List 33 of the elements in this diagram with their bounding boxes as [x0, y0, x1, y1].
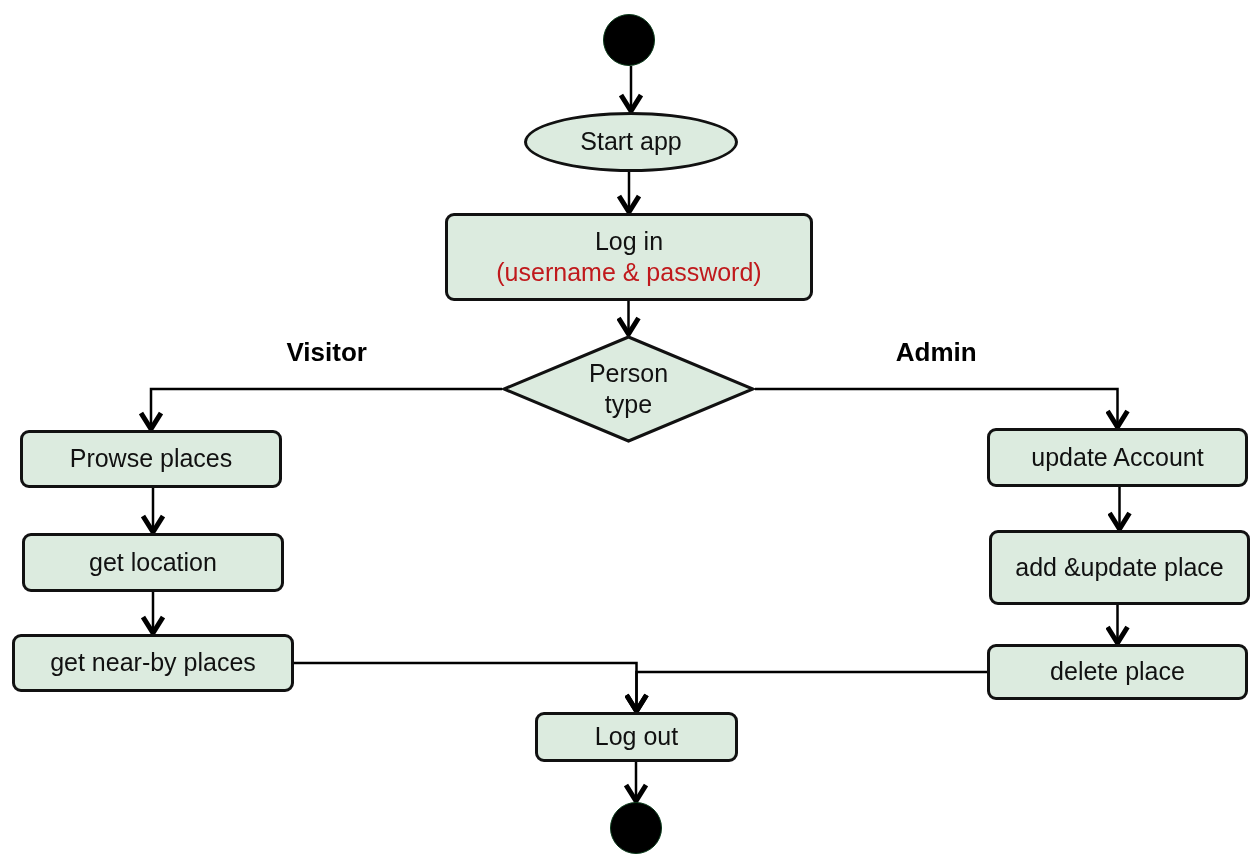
- node-label: Prowse places: [69, 443, 233, 475]
- arrow: [140, 592, 166, 636]
- arrow: [1105, 605, 1130, 646]
- decision-diamond: [502, 335, 755, 443]
- arrow: [1107, 487, 1132, 532]
- arrow: [624, 670, 987, 714]
- arrow: [138, 387, 502, 432]
- activity-box: [987, 644, 1248, 700]
- node-label: Start app: [580, 126, 682, 158]
- arrow: [616, 301, 641, 337]
- terminal-circle: [603, 14, 655, 66]
- activity-box: [12, 634, 294, 692]
- node-label: Log in: [594, 225, 664, 257]
- terminal-circle: [610, 802, 662, 854]
- activity-box: [535, 712, 738, 762]
- activity-box: [20, 430, 282, 488]
- credentials-note: (username & password): [496, 257, 762, 288]
- node-label: add &update place: [1015, 551, 1224, 583]
- activity-box: [22, 533, 284, 592]
- arrow: [616, 172, 642, 215]
- activity-box: [989, 530, 1250, 605]
- node-label: delete place: [1050, 656, 1185, 688]
- node-label: update Account: [1031, 441, 1204, 473]
- arrow: [618, 66, 644, 114]
- activity-box: [445, 213, 813, 301]
- arrow: [140, 488, 166, 535]
- node-label: get location: [89, 546, 217, 578]
- arrow: [623, 762, 649, 804]
- node-label: Log out: [594, 721, 679, 753]
- node-label: Person type: [587, 357, 670, 420]
- activity-box: [987, 428, 1248, 487]
- arrow: [755, 387, 1130, 430]
- node-label: get near-by places: [50, 647, 256, 679]
